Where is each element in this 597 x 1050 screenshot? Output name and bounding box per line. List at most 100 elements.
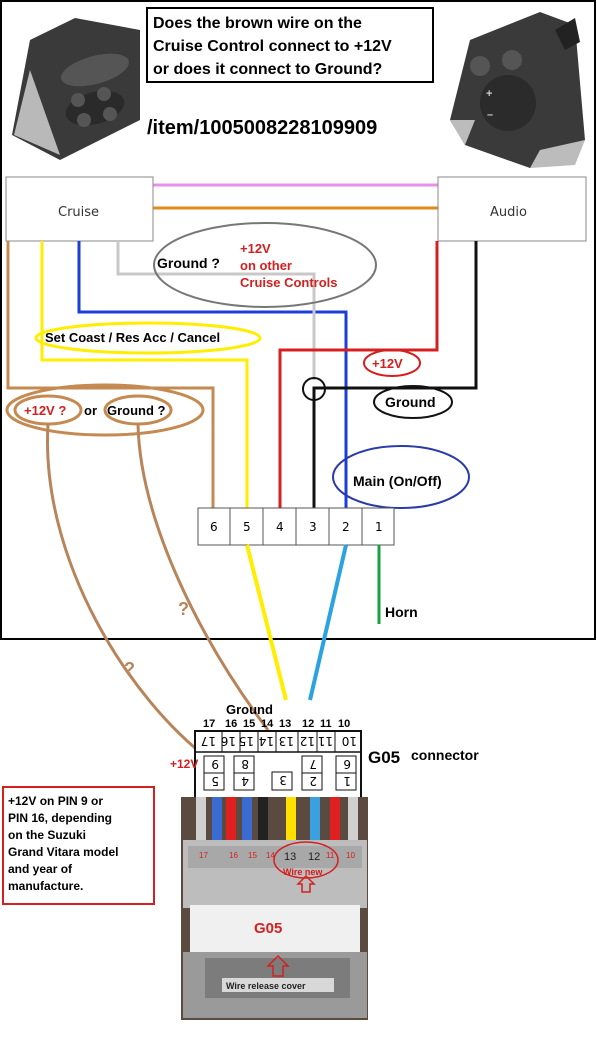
photo-pin-11: 11 <box>326 851 335 860</box>
photo-pin-10: 10 <box>346 851 355 860</box>
conn-top-14: 14 <box>261 718 274 730</box>
terminal-pin-4: 4 <box>276 520 284 534</box>
plus12v-other-line-2: on other <box>240 258 292 273</box>
conn-top-17: 17 <box>203 718 215 730</box>
conn-pin-9: 9 <box>211 757 219 771</box>
left-steering-control-image <box>12 18 140 160</box>
note-line-2: PIN 16, depending <box>8 811 112 825</box>
connector-subtitle: connector <box>411 747 479 763</box>
brown-question-ellipse <box>5 383 205 437</box>
conn-top-10: 10 <box>338 718 350 730</box>
conn-inner-15: 15 <box>239 734 254 748</box>
ground-ellipse <box>373 385 453 419</box>
conn-top-13: 13 <box>279 718 291 730</box>
conn-pin-6: 6 <box>343 757 351 771</box>
note-box <box>2 786 155 905</box>
brown-wire <box>6 241 215 508</box>
photo-pin-14: 14 <box>266 851 275 860</box>
ground-question-ellipse <box>153 222 377 308</box>
question-box <box>146 7 434 83</box>
photo-pin-15: 15 <box>248 851 257 860</box>
plus12v-other-line-1: +12V <box>240 241 271 256</box>
note-line-1: +12V on PIN 9 or <box>8 794 103 808</box>
brown-curve-plus12v <box>46 423 211 762</box>
conn-inner-13: 13 <box>279 734 294 748</box>
question-mark-1: ? <box>178 599 189 619</box>
main-label: Main (On/Off) <box>353 473 442 489</box>
cruise-label: Cruise <box>58 205 99 220</box>
plus12v-ellipse <box>363 349 421 377</box>
conn-inner-16: 16 <box>221 734 236 748</box>
terminal-pin-6: 6 <box>210 520 218 534</box>
connector-plus12v: +12V <box>170 757 198 771</box>
photo-pin-12: 12 <box>308 851 320 863</box>
red-wire <box>278 241 439 508</box>
question-line-2: Cruise Control connect to +12V <box>153 38 392 55</box>
connector-ground-label: Ground <box>226 702 273 717</box>
item-reference: /item/1005008228109909 <box>147 117 377 139</box>
conn-pin-2: 2 <box>309 774 317 788</box>
photo-pin-16: 16 <box>229 851 238 860</box>
conn-pin-7: 7 <box>309 757 317 771</box>
conn-top-15: 15 <box>243 718 255 730</box>
conn-inner-10: 10 <box>342 734 357 748</box>
note-line-3: on the Suzuki <box>8 828 86 842</box>
connector-photo <box>181 797 368 1020</box>
conn-inner-11: 11 <box>318 734 333 748</box>
ground-question2-label: Ground ? <box>107 403 166 418</box>
set-coast-label: Set Coast / Res Acc / Cancel <box>45 330 220 345</box>
conn-inner-12: 12 <box>300 734 315 748</box>
connector-title: G05 <box>368 748 400 767</box>
conn-pin-4: 4 <box>241 774 249 788</box>
photo-release-cover: Wire release cover <box>226 981 306 991</box>
terminal-pin-5: 5 <box>243 520 251 534</box>
blue-wire <box>77 241 348 508</box>
lightblue-to-connector <box>308 544 348 701</box>
terminal-block: 6 5 4 3 2 1 <box>197 507 395 546</box>
plus12v-question-label: +12V ? <box>24 403 66 418</box>
diagram-frame <box>0 0 596 640</box>
audio-box <box>437 176 587 242</box>
plus12v-other-line-3: Cruise Controls <box>240 275 338 290</box>
question-line-3: or does it connect to Ground? <box>153 61 382 78</box>
photo-pin-17: 17 <box>199 851 208 860</box>
set-coast-ellipse <box>34 321 262 355</box>
audio-label: Audio <box>490 205 527 220</box>
g05-connector: Ground 17 16 15 14 13 12 11 10 17 16 15 … <box>170 702 362 810</box>
horn-label: Horn <box>385 604 418 620</box>
terminal-pin-1: 1 <box>375 520 383 534</box>
junction-circle <box>302 377 326 401</box>
conn-pin-5: 5 <box>211 774 219 788</box>
conn-top-16: 16 <box>225 718 237 730</box>
gray-wire <box>116 241 316 380</box>
black-wire <box>312 241 478 508</box>
note-line-4: Grand Vitara model <box>8 845 118 859</box>
right-steering-control-image: + – <box>450 12 585 168</box>
ground-label: Ground <box>385 394 436 410</box>
photo-wire-new: Wire new <box>283 867 323 877</box>
note-line-5: and year of <box>8 862 73 876</box>
conn-pin-1: 1 <box>343 774 351 788</box>
photo-g05: G05 <box>254 920 282 937</box>
yellow-to-connector <box>245 544 288 701</box>
yellow-wire <box>40 241 249 508</box>
note-line-6: manufacture. <box>8 879 83 893</box>
ground-question-label: Ground ? <box>157 255 220 271</box>
conn-inner-14: 14 <box>259 734 274 748</box>
svg-text:–: – <box>487 109 493 121</box>
conn-pin-8: 8 <box>241 757 249 771</box>
or-label: or <box>84 403 97 418</box>
question-mark-2: ? <box>124 659 135 679</box>
plus12v-label: +12V <box>372 356 403 371</box>
question-line-1: Does the brown wire on the <box>153 15 362 32</box>
conn-inner-17: 17 <box>201 734 216 748</box>
svg-text:+: + <box>486 88 492 100</box>
conn-pin-3: 3 <box>279 773 287 787</box>
main-ellipse <box>332 445 470 509</box>
brown-curve-ground <box>136 423 270 731</box>
cruise-box <box>5 176 154 242</box>
conn-top-12: 12 <box>302 718 314 730</box>
conn-top-11: 11 <box>320 718 332 730</box>
terminal-pin-3: 3 <box>309 520 317 534</box>
